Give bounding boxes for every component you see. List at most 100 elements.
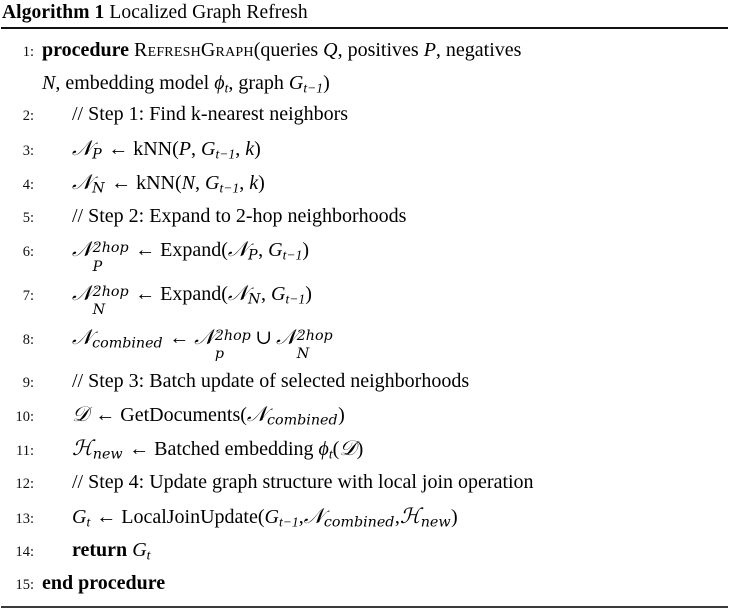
algorithm-line-continuation: N, embedding model ϕt, graph Gt−1)	[0, 68, 729, 99]
algorithm-line: 14: return Gt	[0, 535, 729, 568]
line-content: 𝒩N←kNN(N, Gt−1, k)	[42, 167, 729, 199]
sub-t: t	[146, 547, 151, 563]
rparen: )	[356, 438, 364, 461]
sub-combined: combined	[323, 514, 395, 531]
rparen: )	[451, 505, 458, 528]
line-content: 𝒟←GetDocuments(𝒩combined)	[42, 399, 729, 431]
fn-get-documents: GetDocuments	[120, 403, 241, 426]
comma: ,	[191, 137, 197, 160]
rparen: )	[338, 403, 345, 426]
line-number: 14:	[15, 543, 34, 560]
line-number: 4:	[22, 176, 34, 193]
fn-knn: kNN	[133, 137, 173, 160]
line-number: 8:	[22, 331, 34, 348]
algorithm-line: 5: // Step 2: Expand to 2-hop neighborho…	[0, 201, 729, 234]
word-embedding-model: embedding model	[65, 72, 210, 95]
var-G: Gt−1	[271, 283, 306, 307]
script-D: 𝒟	[339, 436, 357, 461]
algorithm-line: 15: end procedure	[0, 568, 729, 601]
comma: ,	[235, 137, 241, 160]
algorithm-line: 1: procedure RefreshGraph(queries Q, pos…	[0, 35, 729, 68]
algorithm-caption: Algorithm 1 Localized Graph Refresh	[0, 0, 729, 27]
sub-N: N	[92, 180, 105, 197]
comma: ,	[239, 171, 245, 194]
lparen: (	[332, 438, 340, 461]
script-N: 𝒩N	[227, 281, 261, 308]
var-G: Gt−1	[268, 239, 303, 263]
sub-t: t	[224, 80, 229, 96]
comma: ,	[228, 72, 234, 95]
assign-arrow: ←	[169, 326, 190, 349]
var-phi: ϕt	[318, 438, 333, 462]
line-content: Gt←LocalJoinUpdate(Gt−1,𝒩combined,ℋnew)	[42, 501, 729, 533]
assign-arrow: ←	[96, 505, 117, 528]
lparen: (	[175, 171, 182, 194]
line-content: return Gt	[42, 535, 729, 566]
var-phi: ϕt	[214, 72, 229, 96]
algorithm-line: 4: 𝒩N←kNN(N, Gt−1, k)	[0, 167, 729, 201]
fn-expand: Expand	[160, 283, 222, 306]
top-rule	[1, 27, 728, 29]
var-G-t: Gt	[132, 538, 151, 563]
algorithm-line: 2: // Step 1: Find k-nearest neighbors	[0, 99, 729, 132]
union-operator: ∪	[255, 326, 273, 349]
keyword-return: return	[72, 538, 128, 561]
sub-N: N	[92, 302, 106, 319]
phrase-batched-embedding: Batched embedding	[154, 438, 314, 461]
comma: ,	[435, 39, 441, 61]
script-N: 𝒩P	[227, 237, 258, 264]
word-graph: graph	[238, 72, 284, 95]
sub-t: t	[86, 514, 91, 530]
sub-t-minus-1: t−1	[219, 180, 240, 196]
sub-t-minus-1: t−1	[215, 146, 236, 162]
sub-t-minus-1: t−1	[282, 247, 303, 263]
sub-P: P	[92, 258, 103, 275]
sub-t-minus-1: t−1	[303, 80, 324, 96]
sup-2hop: 2hop	[296, 327, 333, 344]
var-G-t: Gt	[72, 505, 91, 530]
lparen: (	[257, 505, 265, 528]
script-N-combined: 𝒩combined	[246, 401, 338, 429]
algorithm-line: 3: 𝒩P←kNN(P, Gt−1, k)	[0, 133, 729, 167]
word-positives: positives	[347, 39, 419, 61]
assign-arrow: ←	[108, 137, 129, 160]
sub-t-minus-1: t−1	[278, 514, 299, 530]
assign-arrow: ←	[135, 239, 156, 262]
line-content: N, embedding model ϕt, graph Gt−1)	[42, 68, 729, 99]
var-Q: Q	[323, 39, 338, 61]
lparen: (	[172, 137, 179, 160]
line-number: 13:	[15, 510, 34, 527]
sub-P: P	[92, 146, 102, 163]
script-N: 𝒩N	[72, 169, 105, 197]
comment-step-2: // Step 2: Expand to 2-hop neighborhoods	[72, 205, 407, 228]
line-content: procedure RefreshGraph(queries Q, positi…	[42, 35, 729, 66]
line-number: 3:	[22, 142, 34, 159]
line-number: 12:	[15, 476, 34, 493]
algorithm-line: 10: 𝒟←GetDocuments(𝒩combined)	[0, 399, 729, 433]
var-G: Gt−1	[288, 72, 324, 96]
line-number: 6:	[22, 244, 34, 261]
fn-local-join-update: LocalJoinUpdate	[121, 505, 258, 528]
line-number: 11:	[16, 443, 34, 460]
sup-2hop: 2hop	[92, 239, 129, 256]
sub-combined: combined	[92, 335, 163, 352]
var-G: Gt−1	[205, 171, 240, 196]
var-k: k	[245, 137, 255, 160]
sub-combined: combined	[267, 412, 338, 429]
script-H-new: ℋnew	[72, 436, 123, 463]
procedure-name: RefreshGraph	[134, 39, 254, 61]
var-N: N	[42, 72, 56, 95]
fn-expand: Expand	[160, 239, 222, 262]
sub-t-minus-1: t−1	[285, 291, 306, 307]
rparen: )	[258, 171, 265, 194]
lparen: (	[221, 239, 228, 262]
comma: ,	[55, 72, 61, 95]
